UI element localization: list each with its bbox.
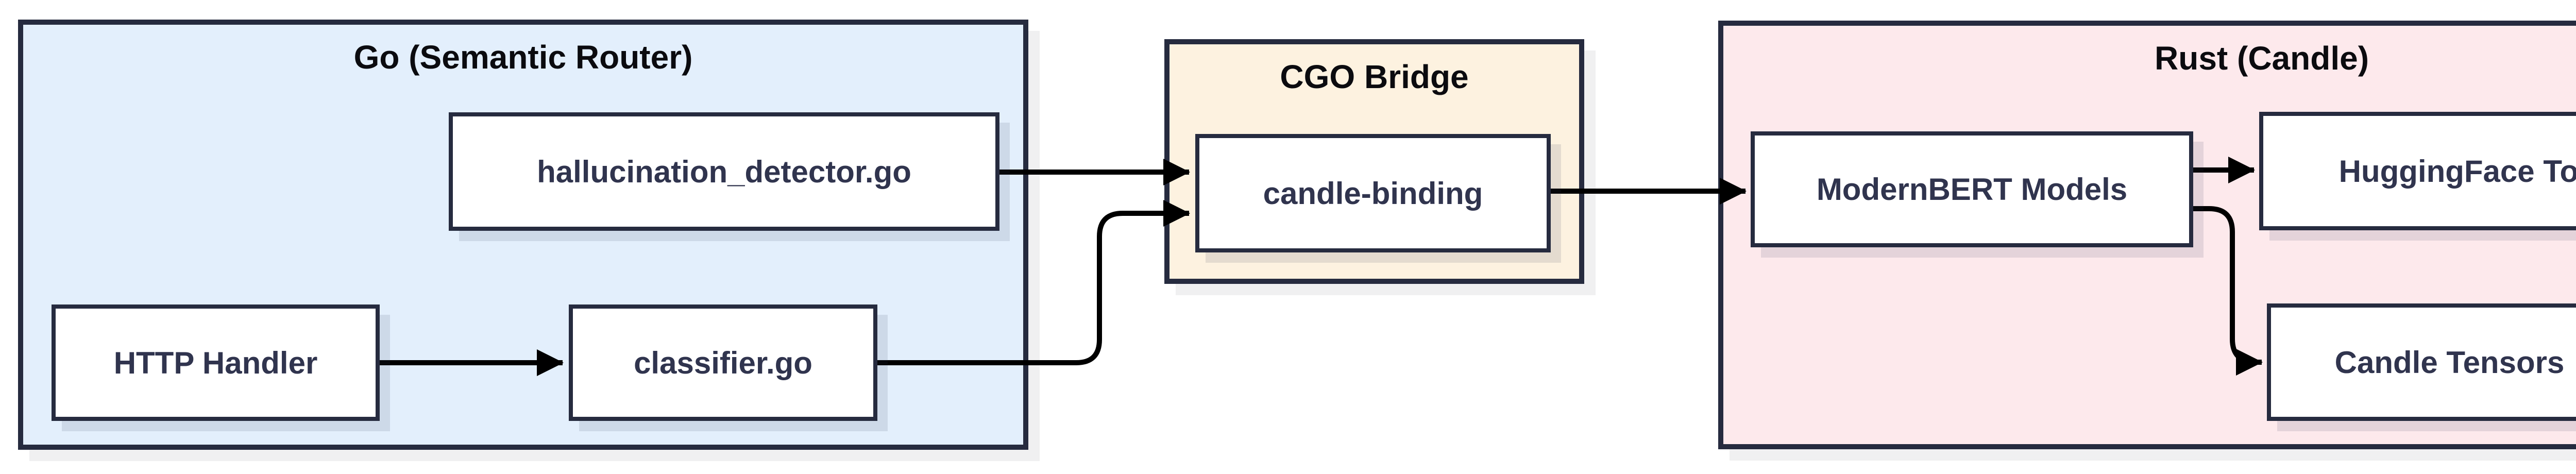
node-label-classifier-go: classifier.go xyxy=(634,345,812,380)
node-label-http-handler: HTTP Handler xyxy=(113,345,318,380)
node-huggingface-tokenizers: HuggingFace Tokenizers xyxy=(2259,112,2576,230)
container-title-rust: Rust (Candle) xyxy=(2155,40,2369,77)
node-classifier-go: classifier.go xyxy=(569,304,877,421)
node-label-hallucination-detector-go: hallucination_detector.go xyxy=(537,154,911,189)
node-modernbert-models: ModernBERT Models xyxy=(1751,131,2193,247)
node-label-modernbert-models: ModernBERT Models xyxy=(1816,172,2128,207)
container-title-go: Go (Semantic Router) xyxy=(353,39,693,76)
container-title-cgo: CGO Bridge xyxy=(1280,58,1469,95)
node-hallucination-detector-go: hallucination_detector.go xyxy=(449,112,999,231)
node-label-huggingface-tokenizers: HuggingFace Tokenizers xyxy=(2338,154,2576,189)
node-candle-tensors: Candle Tensors xyxy=(2267,303,2576,421)
node-label-candle-tensors: Candle Tensors xyxy=(2334,345,2565,380)
node-label-candle-binding: candle-binding xyxy=(1263,176,1483,211)
node-candle-binding: candle-binding xyxy=(1195,134,1551,252)
node-http-handler: HTTP Handler xyxy=(52,304,380,421)
